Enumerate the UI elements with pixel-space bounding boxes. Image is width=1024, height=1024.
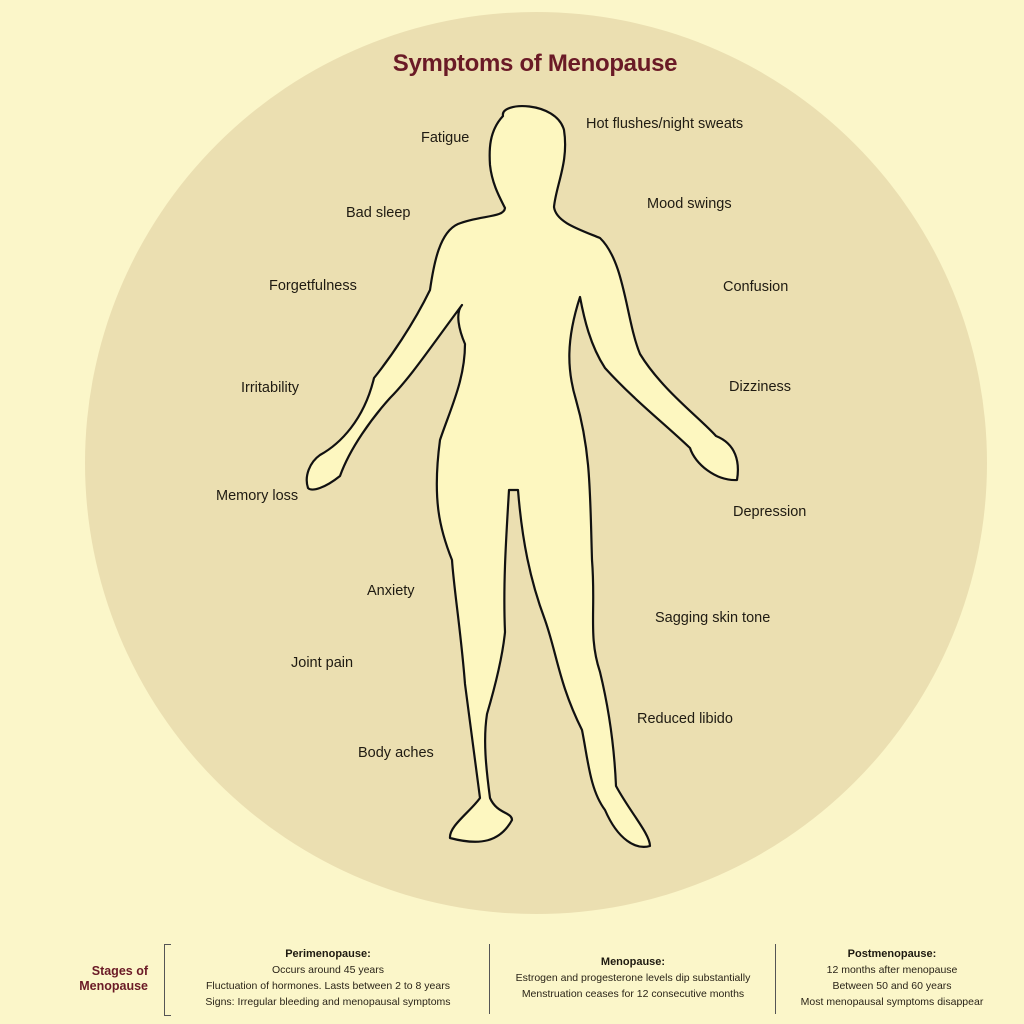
- symptom-label: Reduced libido: [637, 711, 733, 727]
- symptom-label: Mood swings: [647, 196, 732, 212]
- stage-line: Fluctuation of hormones. Lasts between 2…: [206, 980, 450, 992]
- stage-line: 12 months after menopause: [826, 964, 958, 976]
- stage-title: Menopause:: [600, 956, 666, 968]
- stage-postmenopause: Postmenopause: 12 months after menopause…: [782, 946, 1002, 1010]
- symptom-label: Bad sleep: [346, 205, 411, 221]
- stages-label: Stages of Menopause: [79, 964, 148, 993]
- stage-line: Estrogen and progesterone levels dip sub…: [515, 972, 751, 984]
- stage-line: Signs: Irregular bleeding and menopausal…: [205, 996, 451, 1008]
- page-title: Symptoms of Menopause: [392, 50, 678, 77]
- stage-perimenopause: Perimenopause: Occurs around 45 years Fl…: [180, 946, 476, 1010]
- symptom-label: Dizziness: [729, 379, 792, 395]
- stage-divider: [775, 944, 776, 1014]
- stage-line: Occurs around 45 years: [271, 964, 385, 976]
- symptom-label: Fatigue: [421, 130, 470, 146]
- symptom-label: Depression: [733, 504, 807, 520]
- symptom-label: Confusion: [723, 279, 789, 295]
- symptom-label: Joint pain: [291, 655, 354, 671]
- symptom-label: Body aches: [358, 745, 434, 761]
- symptom-label: Forgetfulness: [269, 278, 357, 294]
- stages-bracket: [164, 944, 171, 1016]
- symptom-label: Anxiety: [367, 583, 415, 599]
- stage-line: Menstruation ceases for 12 consecutive m…: [521, 988, 745, 1000]
- stage-divider: [489, 944, 490, 1014]
- stage-menopause: Menopause: Estrogen and progesterone lev…: [496, 954, 770, 1002]
- stage-line: Between 50 and 60 years: [832, 980, 952, 992]
- stage-title: Perimenopause:: [285, 948, 371, 960]
- symptom-label: Memory loss: [216, 488, 299, 504]
- stage-title: Postmenopause:: [847, 948, 937, 960]
- stage-line: Most menopausal symptoms disappear: [800, 996, 984, 1008]
- symptom-label: Hot flushes/night sweats: [586, 116, 744, 132]
- symptom-label: Sagging skin tone: [655, 610, 771, 626]
- symptom-label: Irritability: [241, 380, 300, 396]
